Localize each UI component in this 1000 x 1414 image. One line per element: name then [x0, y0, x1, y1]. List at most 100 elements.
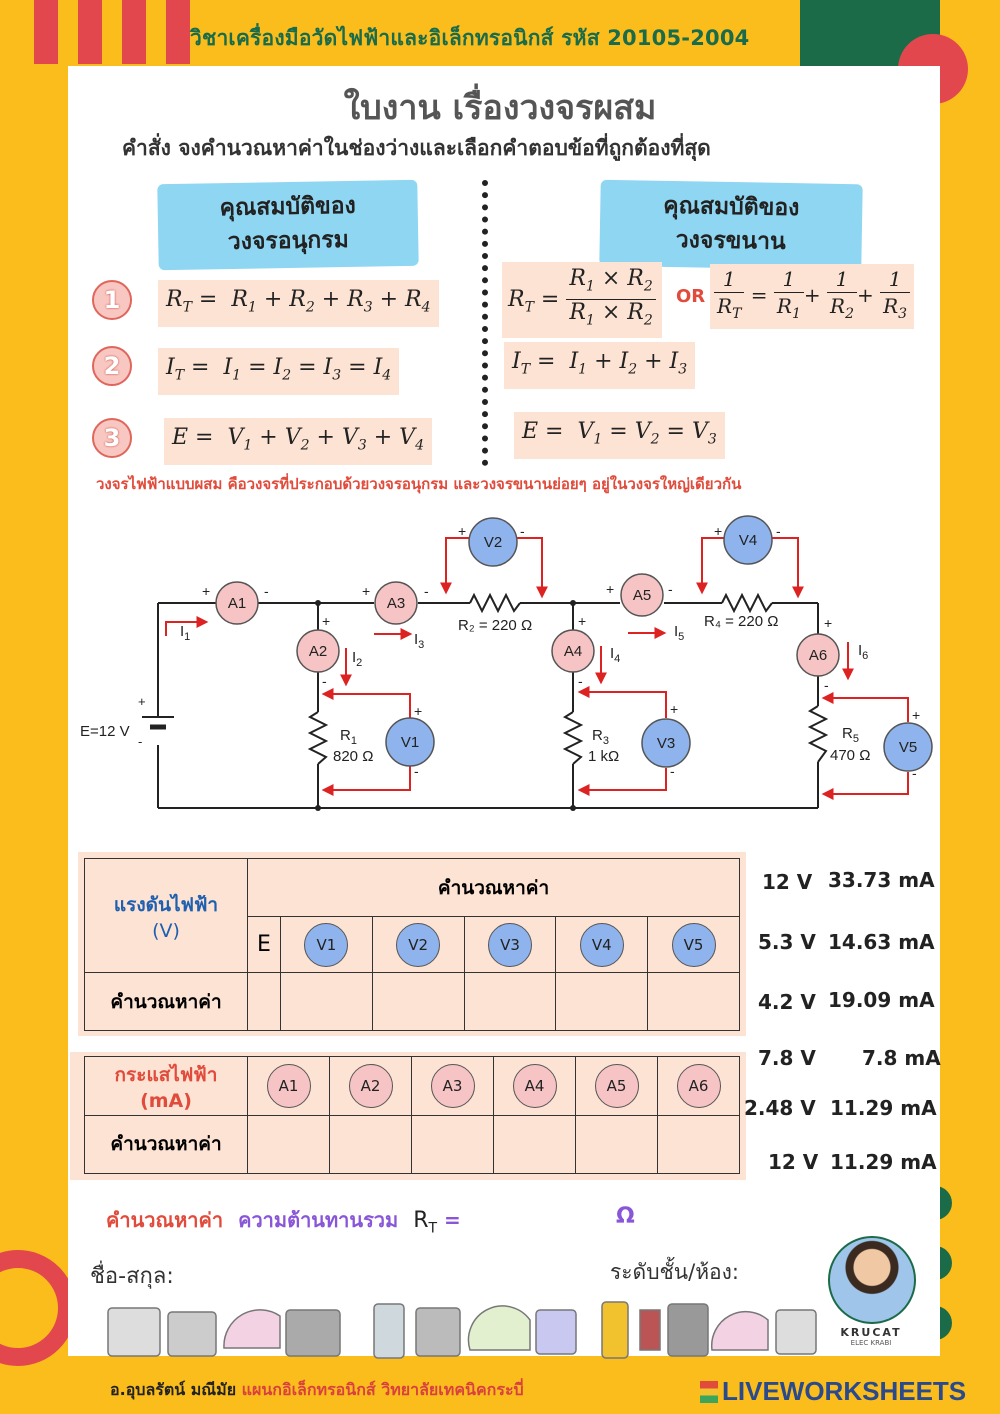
parallel-heading-line2: วงจรขนาน — [675, 227, 786, 255]
name-input[interactable] — [200, 1256, 580, 1290]
answer-choice-v[interactable]: 4.2 V — [758, 990, 816, 1014]
answer-choice-v[interactable]: 2.48 V — [744, 1096, 816, 1120]
answer-cell-a3[interactable] — [411, 1114, 494, 1174]
answer-cell-e[interactable] — [246, 972, 282, 1031]
answer-choice-a[interactable]: 11.29 mA — [830, 1096, 937, 1120]
answer-cell-a2[interactable] — [329, 1114, 412, 1174]
logo-text: KRUCAT — [840, 1326, 902, 1339]
brand-text: LIVEWORKSHEETS — [722, 1376, 967, 1406]
svg-text:-: - — [264, 583, 269, 599]
svg-text:+: + — [414, 703, 422, 719]
voltage-table: แรงดันไฟฟ้า (V) คำนวณหาค่า E V1 V2 V3 V4… — [84, 858, 740, 1031]
current-label: กระแสไฟฟ้า — [114, 1063, 218, 1086]
r5-label: R5 — [842, 725, 859, 745]
svg-text:-: - — [824, 677, 829, 693]
class-label: ระดับชั้น/ห้อง: — [610, 1260, 739, 1284]
answer-cell-a1[interactable] — [247, 1114, 330, 1174]
v5-meter: V5 — [671, 922, 716, 967]
answer-cell-v5[interactable] — [647, 972, 740, 1031]
ammeter-5-label: A5 — [633, 587, 651, 604]
r3-value: 1 kΩ — [588, 748, 619, 765]
krucat-logo: KRUCAT ELEC KRABI — [828, 1236, 916, 1356]
svg-text:+: + — [606, 581, 614, 597]
svg-text:-: - — [670, 763, 675, 779]
a3-meter: A3 — [430, 1063, 475, 1108]
answer-cell-v3[interactable] — [463, 972, 557, 1031]
answer-choice-v[interactable]: 7.8 V — [758, 1046, 816, 1070]
r2-label: R₂ = 220 Ω — [458, 617, 532, 634]
svg-text:+: + — [202, 583, 210, 599]
voltmeter-4 — [723, 515, 773, 565]
answer-choice-a[interactable]: 11.29 mA — [830, 1150, 937, 1174]
current-row-label: คำนวณหาค่า — [84, 1114, 248, 1174]
voltmeter-5 — [883, 722, 933, 772]
svg-text:-: - — [322, 673, 327, 689]
answer-cell-a5[interactable] — [575, 1114, 658, 1174]
answer-cell-v1[interactable] — [280, 972, 373, 1031]
svg-text:+: + — [322, 613, 330, 629]
voltmeter-2 — [468, 517, 518, 567]
voltmeter-1 — [385, 717, 435, 767]
answer-cell-v2[interactable] — [371, 972, 465, 1031]
answer-choice-a[interactable]: 19.09 mA — [828, 988, 935, 1012]
ammeter-1 — [215, 581, 259, 625]
i5-label: I5 — [674, 623, 684, 643]
svg-text:+: + — [670, 701, 678, 717]
answer-cell-v4[interactable] — [555, 972, 649, 1031]
parallel-heading: คุณสมบัติของ วงจรขนาน — [599, 179, 863, 271]
rt-symbol: RT — [413, 1208, 438, 1237]
answer-choice-v[interactable]: 12 V — [762, 870, 813, 894]
ammeter-4 — [551, 629, 595, 673]
item-number-2: 2 — [92, 346, 132, 386]
svg-text:+: + — [578, 613, 586, 629]
voltmeter-3 — [641, 718, 691, 768]
i4-label: I4 — [610, 645, 620, 665]
e-col-header: E — [246, 916, 282, 973]
i6-label: I6 — [858, 642, 868, 662]
v3-meter: V3 — [487, 922, 532, 967]
i1-label: I1 — [180, 623, 190, 643]
calc-header: คำนวณหาค่า — [247, 858, 740, 917]
page-title: ใบงาน เรื่องวงจรผสม — [343, 88, 657, 128]
voltage-row-label: คำนวณหาค่า — [84, 972, 248, 1031]
rt-answer-input[interactable] — [516, 1200, 606, 1234]
r1-value: 820 Ω — [333, 748, 373, 765]
voltage-label: แรงดันไฟฟ้า — [113, 893, 219, 916]
answer-choice-a[interactable]: 14.63 mA — [828, 930, 935, 954]
ammeter-1-label: A1 — [228, 595, 246, 612]
teacher-avatar — [828, 1236, 916, 1324]
voltmeter-5-label: V5 — [899, 739, 917, 756]
svg-text:+: + — [824, 615, 832, 631]
item-number-3: 3 — [92, 418, 132, 458]
answer-choice-v[interactable]: 5.3 V — [758, 930, 816, 954]
parallel-heading-line1: คุณสมบัติของ — [662, 192, 800, 222]
answer-choice-v[interactable]: 12 V — [768, 1150, 819, 1174]
rt-desc: ความต้านทานรวม — [238, 1208, 399, 1232]
current-unit: (mA) — [140, 1089, 192, 1112]
source-label: E=12 V — [80, 723, 130, 740]
series-current-formula: IT = I1 = I2 = I3 = I4 — [158, 348, 400, 396]
voltmeter-4-label: V4 — [739, 532, 757, 549]
answer-cell-a6[interactable] — [657, 1114, 740, 1174]
rt-unit: Ω — [616, 1204, 635, 1229]
current-label-cell: กระแสไฟฟ้า (mA) — [84, 1056, 248, 1116]
series-heading-line1: คุณสมบัติของ — [219, 192, 357, 222]
voltmeter-3-label: V3 — [657, 735, 675, 752]
answer-cell-a4[interactable] — [493, 1114, 576, 1174]
answer-choice-a[interactable]: 33.73 mA — [828, 868, 935, 892]
ammeter-6-label: A6 — [809, 647, 827, 664]
circuit-diagram: + - E=12 V R₂ = 220 Ω R₄ = 220 Ω R1 820 … — [80, 515, 933, 811]
v4-meter: V4 — [579, 922, 624, 967]
answer-choice-a[interactable]: 7.8 mA — [862, 1046, 941, 1070]
ammeter-5 — [620, 573, 664, 617]
svg-text:+: + — [714, 523, 722, 539]
i3-label: I3 — [414, 631, 424, 651]
ammeter-2-label: A2 — [309, 643, 327, 660]
name-label: ชื่อ-สกุล: — [90, 1264, 174, 1289]
footer: อ.อุบลรัตน์ มณีมัย แผนกอิเล็กทรอนิกส์ วิ… — [110, 1378, 524, 1403]
ammeter-3-label: A3 — [387, 595, 405, 612]
rt-calc-label: คำนวณหาค่า — [106, 1208, 224, 1232]
liveworksheets-logo[interactable]: LIVEWORKSHEETS — [700, 1376, 966, 1407]
parallel-voltage-formula: E = V1 = V2 = V3 — [514, 412, 725, 460]
a1-meter: A1 — [266, 1063, 311, 1108]
